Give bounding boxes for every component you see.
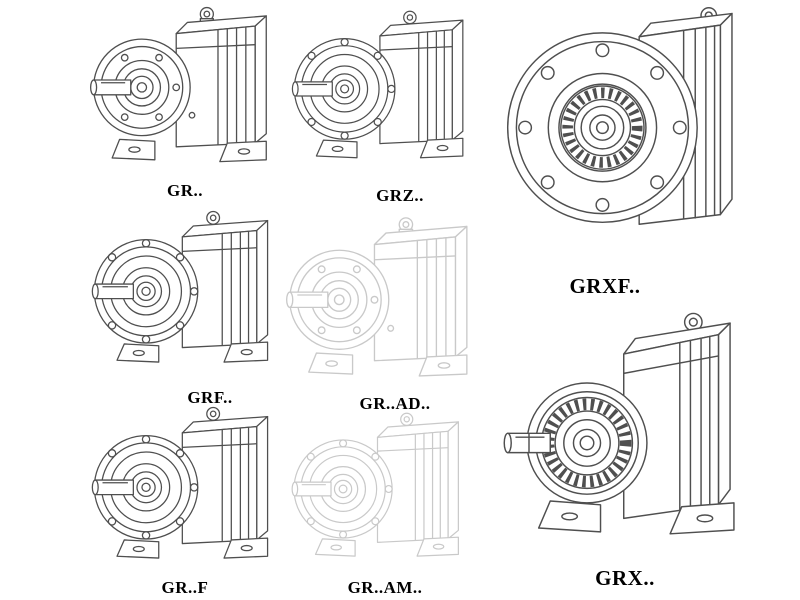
model-label-gram: GR..AM.. [347,578,423,597]
model-label-grf: GRF.. [187,388,233,407]
model-label-grad: GR..AD.. [359,394,431,413]
gear-reducer-ghost-icon [291,412,459,557]
gearbox-illustration-grxf [494,0,794,261]
model-label-grff: GR..F [161,578,209,597]
model-label-gr: GR.. [167,181,203,200]
gear-reducer-icon [291,10,464,159]
gearbox-illustration-grad [284,212,484,398]
model-label-grz: GRZ.. [376,186,424,205]
gear-reducer-icon [89,6,267,163]
gearbox-illustration-grf [88,206,283,383]
gear-reducer-icon [500,296,790,559]
gear-reducer-icon [91,210,269,363]
gear-reducer-icon [91,406,269,559]
gearbox-illustration-grx [500,296,790,559]
model-label-grxf: GRXF.. [569,274,641,298]
model-label-grx: GRX.. [595,566,655,590]
gearbox-illustration-grff [88,402,283,579]
flange-gear-reducer-icon [494,0,794,261]
gear-reducer-ghost-icon [285,217,468,377]
gearbox-illustration-gram [288,408,473,576]
gearbox-illustration-grz [288,6,478,178]
gearbox-illustration-gr [88,2,283,183]
